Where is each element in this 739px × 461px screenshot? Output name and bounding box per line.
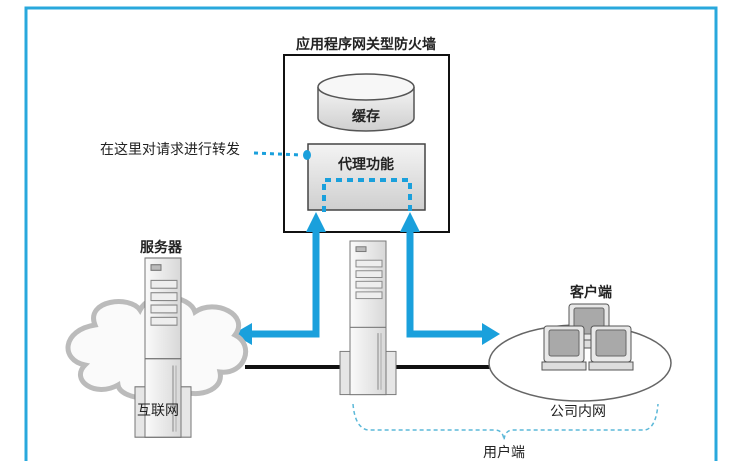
client-monitor-icon xyxy=(541,325,587,371)
cable-intranet xyxy=(378,345,492,369)
firewall-host-icon xyxy=(333,240,403,396)
proxy-box xyxy=(307,143,426,211)
user-side-brace xyxy=(352,403,659,441)
cable-internet xyxy=(245,345,357,369)
proxy-forward-path xyxy=(322,178,412,212)
right-flow-arrow xyxy=(400,212,500,345)
client-monitor-icon xyxy=(588,325,634,371)
cache-cylinder xyxy=(317,73,415,132)
cache-label: 缓存 xyxy=(352,108,380,125)
annotation-dot xyxy=(303,150,311,160)
annotation-text: 在这里对请求进行转发 xyxy=(100,141,240,158)
user-side-label: 用户端 xyxy=(483,444,525,461)
proxy-label: 代理功能 xyxy=(337,156,394,173)
server-label: 服务器 xyxy=(140,239,183,256)
client-label: 客户端 xyxy=(569,284,612,301)
intranet-label: 公司内网 xyxy=(550,404,606,420)
left-flow-arrow xyxy=(233,212,326,345)
internet-label: 互联网 xyxy=(137,403,179,419)
annotation-leader xyxy=(253,151,303,157)
frame-border xyxy=(24,6,718,461)
firewall-title: 应用程序网关型防火墙 xyxy=(296,36,436,53)
